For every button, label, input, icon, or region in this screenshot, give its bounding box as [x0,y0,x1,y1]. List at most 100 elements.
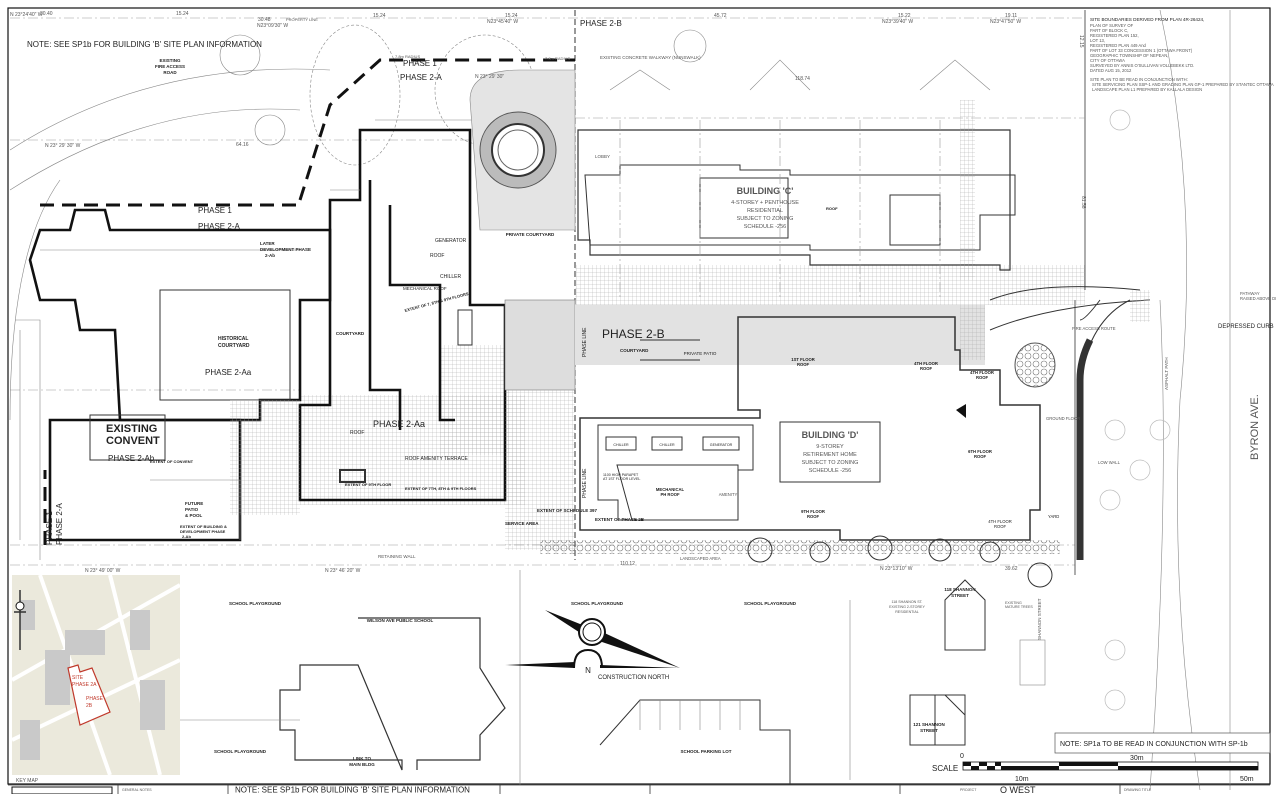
svg-text:SHANNON STREET: SHANNON STREET [1037,598,1042,640]
svg-text:PART OF BLOCK C,: PART OF BLOCK C, [1090,28,1128,33]
byron-ave-labels: PATHWAY RAISED ABOVE DI DEPRESSED CURB B… [1037,291,1276,640]
svg-text:45.72: 45.72 [714,13,727,19]
svg-text:PHASE: PHASE [86,696,104,702]
svg-text:STREET: STREET [920,728,938,733]
title-block-text: GENERAL NOTES NOTE: SEE SP1b FOR BUILDIN… [122,785,1152,794]
svg-text:DEVELOPMENT PHASE: DEVELOPMENT PHASE [180,529,226,534]
svg-text:PHASE 2-A: PHASE 2-A [400,73,442,82]
svg-text:ROOF: ROOF [974,454,987,459]
svg-text:2-Ab: 2-Ab [182,534,191,539]
svg-text:RAISED ABOVE DI: RAISED ABOVE DI [1240,296,1276,301]
svg-text:RESIDENTIAL: RESIDENTIAL [747,208,783,214]
depressed-curb-label: DEPRESSED CURB [1218,324,1274,330]
existing-convent-building [15,203,332,560]
svg-text:121 SHANNON: 121 SHANNON [913,722,945,727]
svg-text:118 SHANNON: 118 SHANNON [944,587,975,592]
svg-text:WILSON AVE PUBLIC SCHOOL: WILSON AVE PUBLIC SCHOOL [367,618,434,623]
dimension-labels: N 23°24'40" W 30.40 15.24 30.48 N23°09'3… [10,11,1086,574]
svg-text:SCHEDULE -256: SCHEDULE -256 [744,224,787,230]
svg-text:YARD: YARD [1048,514,1059,519]
svg-text:N 23° 46' 20" W: N 23° 46' 20" W [325,568,361,574]
svg-text:64.16: 64.16 [236,142,249,148]
svg-text:EXISTING CONCRETE WALKWAY (NUN: EXISTING CONCRETE WALKWAY (NUNSWALK) [600,55,701,60]
svg-text:LINK TO: LINK TO [353,756,371,761]
svg-text:HISTORICAL: HISTORICAL [218,336,248,342]
surrounding-labels: SCHOOL PLAYGROUND SCHOOL PLAYGROUND SCHO… [214,587,1033,767]
svg-text:SUBJECT TO ZONING: SUBJECT TO ZONING [802,460,859,466]
svg-text:ROOF: ROOF [350,430,364,436]
svg-text:MATURE TREES: MATURE TREES [1005,605,1033,609]
svg-text:SUBJECT TO ZONING: SUBJECT TO ZONING [737,216,794,222]
svg-text:SCHOOL PLAYGROUND: SCHOOL PLAYGROUND [229,601,282,606]
svg-text:PHASE LINE: PHASE LINE [582,327,588,357]
svg-text:PH ROOF: PH ROOF [660,492,680,497]
svg-text:MAIN BLDG: MAIN BLDG [349,762,375,767]
building-c-label: BUILDING 'C' 4-STOREY + PENTHOUSE RESIDE… [731,186,799,230]
svg-text:FUTURE: FUTURE [185,501,203,506]
building-d-roof-labels: 1ST FLOOR ROOF 4TH FLOOR ROOF 4TH FLOOR … [603,326,1121,561]
svg-text:MECHANICAL ROOF: MECHANICAL ROOF [403,286,447,291]
svg-text:EXTENT OF SCHEDULE 397: EXTENT OF SCHEDULE 397 [537,508,598,513]
svg-text:4-STOREY + PENTHOUSE: 4-STOREY + PENTHOUSE [731,200,799,206]
svg-text:N 23° 29' 30" W: N 23° 29' 30" W [45,143,81,149]
svg-text:ROOF: ROOF [826,206,838,211]
svg-text:15.24: 15.24 [176,11,189,17]
svg-text:SITE PLAN TO BE READ IN CONJUN: SITE PLAN TO BE READ IN CONJUNCTION WITH… [1090,77,1188,82]
svg-text:0: 0 [960,753,964,760]
svg-text:19.11: 19.11 [1005,13,1017,19]
svg-text:EXISTING: EXISTING [159,58,181,63]
svg-text:N 23° 49' 00" W: N 23° 49' 00" W [85,568,121,574]
building-d-label: BUILDING 'D' 9-STOREY RETIREMENT HOME SU… [802,430,859,474]
svg-text:118.74: 118.74 [795,76,810,82]
svg-text:PHASE LINE: PHASE LINE [582,468,588,498]
site-boundary-notes: SITE BOUNDARIES DERIVED FROM PLAN 4R-264… [1090,17,1274,92]
svg-text:N23°39'40" W: N23°39'40" W [882,19,913,25]
svg-text:EXTENT OF PHASE 2B: EXTENT OF PHASE 2B [595,517,645,522]
svg-text:N 23° 29' 30": N 23° 29' 30" [475,74,504,80]
svg-text:PHASE 2-A: PHASE 2-A [198,222,240,231]
building-c [575,59,1085,305]
svg-text:COURTYARD: COURTYARD [620,348,649,353]
svg-text:BUILDING 'C': BUILDING 'C' [737,186,794,196]
svg-text:BYRON AVE.: BYRON AVE. [1249,394,1261,460]
svg-text:SCHOOL PLAYGROUND: SCHOOL PLAYGROUND [214,749,267,754]
svg-text:6TH FLOOR: 6TH FLOOR [968,449,992,454]
svg-text:10m: 10m [1015,776,1029,783]
svg-text:CHILLER: CHILLER [440,274,462,280]
svg-text:PHASE 2-B: PHASE 2-B [602,327,665,341]
top-note: NOTE: SEE SP1b FOR BUILDING 'B' SITE PLA… [27,40,262,49]
svg-text:PATHWAY: PATHWAY [1240,291,1260,296]
byron-ave-entrance [989,9,1231,791]
north-arrow-icon [505,610,680,669]
svg-text:7.8m RADIUS: 7.8m RADIUS [395,54,420,59]
svg-text:EXTENT OF 7TH, 8TH & 9TH FLOOR: EXTENT OF 7TH, 8TH & 9TH FLOORS [405,486,477,491]
svg-text:STREET: STREET [951,593,969,598]
svg-text:RETIREMENT HOME: RETIREMENT HOME [803,452,857,458]
svg-text:2B: 2B [86,703,93,709]
svg-text:SERVICE AREA: SERVICE AREA [505,521,539,526]
svg-text:ROOF: ROOF [807,514,820,519]
svg-text:110.12: 110.12 [620,561,635,567]
scale-labels: SCALE 0 10m 30m 50m [932,753,1254,783]
key-map-labels: SITE PHASE 2A PHASE 2B KEY MAP [16,675,104,784]
tree-row [540,535,1060,588]
svg-text:NOTE: SEE SP1b FOR BUILDING 'B: NOTE: SEE SP1b FOR BUILDING 'B' SITE PLA… [27,40,262,49]
svg-text:EXTENT OF 9TH FLOOR: EXTENT OF 9TH FLOOR [345,482,391,487]
svg-text:SCHOOL PLAYGROUND: SCHOOL PLAYGROUND [744,601,797,606]
svg-text:15.24: 15.24 [505,13,518,19]
svg-text:SCHOOL PARKING LOT: SCHOOL PARKING LOT [680,749,731,754]
svg-text:15.24: 15.24 [373,13,386,19]
svg-text:ROOF: ROOF [976,375,989,380]
svg-text:81.58: 81.58 [1080,196,1086,209]
svg-text:1ST FLOOR: 1ST FLOOR [791,357,815,362]
svg-text:ASPHALT PATH: ASPHALT PATH [1164,357,1169,390]
svg-text:15.22: 15.22 [898,13,911,19]
bottom-note: NOTE: SP1a TO BE READ IN CONJUNCTION WIT… [1060,741,1248,748]
svg-text:CITY OF OTTAWA: CITY OF OTTAWA [1090,58,1125,63]
svg-text:AT 1ST FLOOR LEVEL: AT 1ST FLOOR LEVEL [603,477,640,481]
svg-text:30.48: 30.48 [258,17,271,23]
svg-text:GROUND FLOOR: GROUND FLOOR [1046,416,1080,421]
svg-text:FIRE ACCESS ROUTE: FIRE ACCESS ROUTE [1072,326,1116,331]
svg-text:PHASE 2-A: PHASE 2-A [55,503,64,545]
